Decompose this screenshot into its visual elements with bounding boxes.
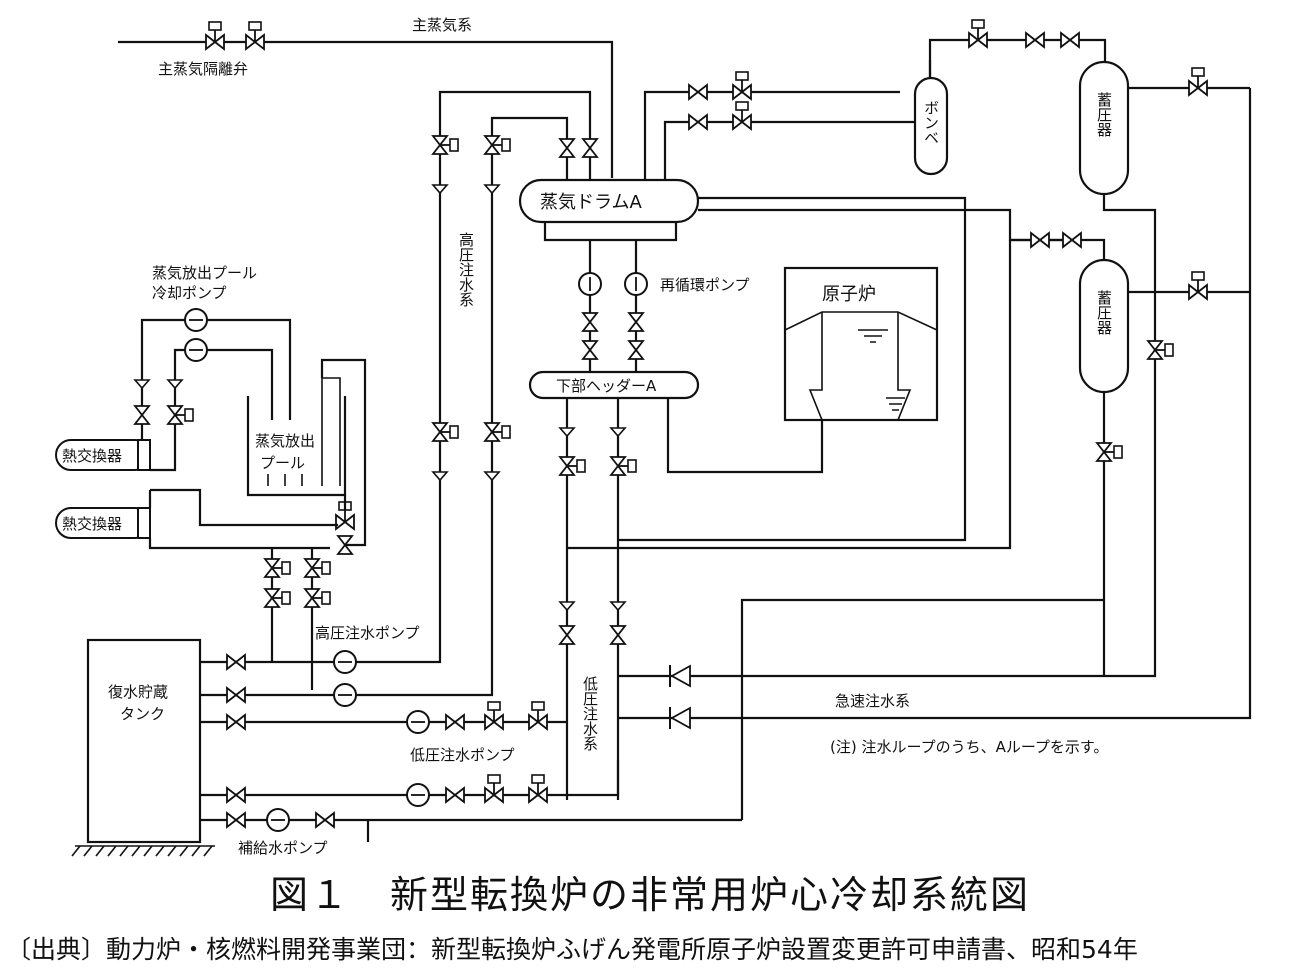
reactor-label: 原子炉 xyxy=(822,284,876,305)
makeup-pump-label: 補給水ポンプ xyxy=(238,839,328,857)
ecc-system-diagram: 主蒸気系 主蒸気隔離弁 蒸気ドラムA 高圧注水系 再循環ポンプ 下部ヘッダーA xyxy=(55,16,1252,857)
figure-title: 図１ 新型転換炉の非常用炉心冷却系統図 xyxy=(269,873,1030,917)
figure-source: 〔出典〕動力炉・核燃料開発事業団：新型転換炉ふげん発電所原子炉設置変更許可申請書… xyxy=(6,935,1138,964)
cooling-pump-label-1: 蒸気放出プール xyxy=(152,264,257,282)
reactor: 原子炉 xyxy=(783,266,939,422)
lp-injection-pump-label: 低圧注水ポンプ xyxy=(410,746,515,764)
lp-injection-system-label: 低圧注水系 xyxy=(581,676,599,751)
lower-header-a: 下部ヘッダーA xyxy=(528,370,700,400)
heat-exchanger-2: 熱交換器 xyxy=(55,507,151,539)
steam-pool-label-2: プール xyxy=(260,454,305,472)
hp-injection-system-label: 高圧注水系 xyxy=(457,232,475,307)
main-steam-isolation-valve-label: 主蒸気隔離弁 xyxy=(158,60,248,78)
cooling-pump-label-2: 冷却ポンプ xyxy=(152,284,227,302)
steam-pool: 蒸気放出 プール xyxy=(246,377,347,497)
recirculation-pump-label: 再循環ポンプ xyxy=(660,276,750,294)
condensate-tank-label-2: タンク xyxy=(120,705,165,723)
hp-injection-pump-label: 高圧注水ポンプ xyxy=(315,624,420,642)
cylinder: ボンベ xyxy=(913,76,949,176)
condensate-tank-label-1: 復水貯蔵 xyxy=(108,683,168,701)
heat-exchanger-1-label: 熱交換器 xyxy=(62,447,122,465)
cylinder-label: ボンベ xyxy=(922,100,940,145)
accumulator-lower: 蓄圧器 xyxy=(1078,258,1130,394)
note-label: (注) 注水ループのうち、Aループを示す。 xyxy=(830,738,1108,756)
accumulator-upper: 蓄圧器 xyxy=(1078,60,1130,196)
steam-pool-label-1: 蒸気放出 xyxy=(255,432,315,450)
accumulator-upper-label: 蓄圧器 xyxy=(1095,92,1113,137)
rapid-injection-system-label: 急速注水系 xyxy=(835,692,910,710)
heat-exchanger-1: 熱交換器 xyxy=(55,439,151,471)
steam-drum-a-label: 蒸気ドラムA xyxy=(540,192,642,213)
steam-drum-a: 蒸気ドラムA xyxy=(518,178,700,224)
lower-header-a-label: 下部ヘッダーA xyxy=(556,377,657,395)
accumulator-lower-label: 蓄圧器 xyxy=(1095,290,1113,335)
heat-exchanger-2-label: 熱交換器 xyxy=(62,515,122,533)
main-steam-line xyxy=(118,21,614,178)
condensate-storage-tank: 復水貯蔵 タンク xyxy=(71,638,215,857)
main-steam-system-label: 主蒸気系 xyxy=(412,16,472,34)
